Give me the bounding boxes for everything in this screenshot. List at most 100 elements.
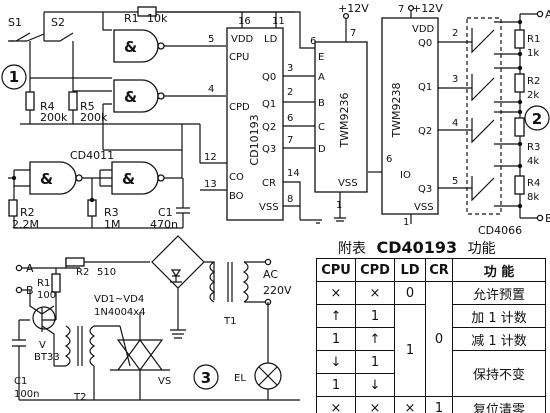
svg-text:A: A — [318, 72, 325, 83]
switch-ic-label: CD4066 — [478, 224, 522, 237]
svg-text:VDD: VDD — [412, 24, 435, 35]
pin-ld: LD — [264, 34, 278, 45]
svg-text:6: 6 — [287, 113, 293, 124]
svg-text:16: 16 — [238, 16, 251, 27]
svg-text:1: 1 — [403, 217, 409, 228]
terminal-a-2: A — [545, 8, 550, 21]
svg-text:5: 5 — [208, 34, 214, 45]
svg-text:2: 2 — [287, 87, 293, 98]
col-cpd: CPD — [355, 258, 395, 282]
svg-text:Q0: Q0 — [262, 72, 276, 83]
svg-text:Q1: Q1 — [418, 82, 432, 93]
circuit-3-marker: 3 — [201, 369, 211, 387]
svg-text:R4: R4 — [527, 178, 540, 189]
pin-cpd: CPD — [229, 102, 250, 113]
gate-ic-label: CD4011 — [70, 149, 114, 162]
table-title-chip: CD40193 — [376, 238, 458, 257]
gate-1-symbol: & — [124, 38, 137, 56]
svg-text:2k: 2k — [527, 90, 539, 101]
pin-vdd: VDD — [231, 34, 254, 45]
svg-text:CR: CR — [262, 178, 276, 189]
table-title-suffix: 功能 — [467, 241, 496, 257]
r2-name: R2 — [20, 206, 35, 219]
svg-text:510: 510 — [97, 267, 116, 278]
c3-r2 — [65, 257, 85, 267]
table-row: × × × 1 复位清零 — [316, 396, 546, 413]
col-function: 功 能 — [452, 258, 546, 282]
svg-text:C: C — [318, 122, 325, 133]
r4-value: 200k — [40, 111, 68, 124]
decoder-ic-1-name: TWM9236 — [338, 92, 351, 148]
supply-2: +12V — [412, 2, 443, 15]
c3-c1 — [12, 319, 30, 400]
circuit-2-marker: 2 — [532, 110, 542, 128]
svg-text:7: 7 — [350, 28, 356, 39]
svg-text:R2: R2 — [76, 267, 89, 278]
svg-text:BT33: BT33 — [34, 352, 60, 363]
c1-capacitor — [13, 178, 190, 229]
table-header-row: CPU CPD LD CR 功 能 — [316, 258, 546, 282]
svg-text:AC: AC — [263, 268, 278, 281]
counter-ic — [226, 27, 284, 221]
r3-resistor — [87, 199, 97, 217]
gate-4-symbol: & — [122, 170, 135, 188]
svg-text:R1: R1 — [527, 34, 540, 45]
r5-resistor — [68, 91, 78, 111]
decoder-ic-2-name: TWM9238 — [390, 82, 403, 138]
r4-resistor — [25, 91, 35, 111]
table-row: 1 ↑ 减 1 计数 — [316, 327, 546, 351]
svg-text:T2: T2 — [73, 392, 86, 403]
r5-value: 200k — [80, 111, 108, 124]
decoder-ic-1 — [314, 41, 368, 193]
table-row: 1 ↓ — [316, 373, 546, 397]
decoder-ic-2 — [381, 17, 439, 215]
circuit-3: A B R1 100 R2 510 V BT33 C1 100n T2 VD1~… — [12, 235, 300, 403]
r2-value: 2.2M — [12, 218, 39, 231]
svg-text:IO: IO — [400, 170, 411, 181]
svg-text:R1: R1 — [37, 278, 50, 289]
svg-text:B: B — [318, 98, 325, 109]
circuit-1-marker: 1 — [9, 68, 19, 86]
svg-text:14: 14 — [287, 168, 300, 179]
svg-text:6: 6 — [310, 36, 316, 47]
counter-ic-name: CD10193 — [248, 114, 261, 165]
svg-text:C1: C1 — [14, 376, 27, 387]
function-table-wrap: CPU CPD LD CR 功 能 × × 0 0 允许预置 ↑ 1 1 加 1… — [316, 258, 546, 413]
svg-text:12: 12 — [204, 152, 217, 163]
svg-text:6: 6 — [386, 154, 392, 165]
r1-label: R1 — [124, 12, 139, 25]
terminal-b-2: B — [545, 212, 550, 225]
col-cr: CR — [425, 258, 453, 282]
svg-text:R3: R3 — [527, 142, 540, 153]
svg-text:VD1~VD4: VD1~VD4 — [94, 294, 144, 305]
svg-text:VS: VS — [158, 376, 171, 387]
c3-t1 — [209, 261, 249, 303]
svg-text:1: 1 — [336, 200, 342, 211]
svg-text:VSS: VSS — [414, 202, 434, 213]
svg-text:8: 8 — [287, 194, 293, 205]
svg-text:100: 100 — [37, 290, 56, 301]
svg-text:Q1: Q1 — [262, 99, 276, 110]
r2-resistor — [8, 199, 18, 217]
svg-text:EL: EL — [234, 373, 246, 384]
svg-text:4: 4 — [208, 84, 214, 95]
top-rail — [10, 11, 295, 42]
svg-text:D: D — [318, 144, 326, 155]
svg-text:5: 5 — [452, 176, 458, 187]
c3-t2 — [64, 325, 96, 367]
svg-text:Q2: Q2 — [262, 122, 276, 133]
s1-label: S1 — [8, 16, 22, 29]
svg-text:100n: 100n — [14, 389, 39, 400]
r1-value: 10k — [147, 12, 168, 25]
svg-text:3: 3 — [287, 63, 293, 74]
svg-text:T1: T1 — [223, 316, 236, 327]
table-row: × × 0 0 允许预置 — [316, 281, 546, 397]
c1-name: C1 — [158, 206, 173, 219]
svg-text:2: 2 — [452, 28, 458, 39]
c3-bridge — [151, 235, 205, 289]
circuit-2-marker-circle — [524, 105, 550, 131]
svg-text:7: 7 — [398, 4, 404, 15]
svg-text:11: 11 — [272, 16, 285, 27]
s2-label: S2 — [51, 16, 65, 29]
